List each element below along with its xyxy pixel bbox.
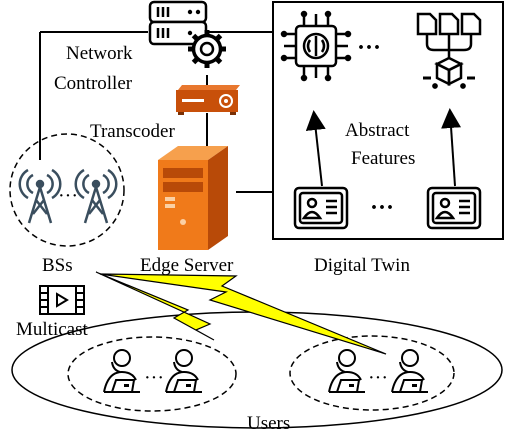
abstract-features-label-2: Features	[351, 148, 416, 169]
network-documents-icon	[416, 12, 482, 89]
user-group-outline	[289, 335, 455, 411]
network-controller-label-2: Controller	[54, 73, 133, 94]
user-laptop-icon	[165, 349, 202, 393]
ellipsis-dots: ···	[144, 367, 164, 389]
bss-label: BSs	[42, 255, 73, 276]
digital-twin-label: Digital Twin	[314, 255, 410, 276]
users-label: Users	[247, 413, 291, 434]
ellipsis-dots: ···	[368, 367, 388, 389]
feature-profile-card-icon	[293, 186, 349, 230]
base-station-tower-icon	[74, 168, 118, 224]
abstract-features-label-1: Abstract	[345, 120, 410, 141]
edge-server-label: Edge Server	[140, 255, 234, 276]
ellipsis-dots: ···	[370, 195, 395, 221]
transcoder-label: Transcoder	[90, 121, 175, 142]
base-station-tower-icon	[18, 168, 62, 224]
lightning-link-icon	[99, 273, 387, 355]
user-laptop-icon	[391, 349, 428, 393]
ai-chip-brain-icon	[280, 10, 352, 82]
feature-arrow	[441, 108, 462, 187]
multicast-label: Multicast	[16, 319, 88, 340]
user-group-outline	[67, 336, 237, 412]
video-multicast-icon	[39, 285, 85, 315]
gear-icon	[188, 30, 226, 68]
transcoder-device-icon	[176, 85, 240, 115]
lightning-link-icon	[95, 271, 215, 341]
feature-arrow	[305, 110, 326, 187]
ellipsis-dots: ···	[357, 35, 382, 61]
digital-twin-box	[272, 1, 504, 240]
feature-profile-card-icon	[426, 186, 482, 230]
edge-server-icon	[158, 146, 228, 250]
connection-lines	[39, 31, 273, 193]
user-laptop-icon	[328, 349, 365, 393]
ellipsis-dots: ···	[58, 185, 78, 207]
user-laptop-icon	[103, 349, 140, 393]
network-controller-label-1: Network	[66, 43, 133, 64]
bs-group-outline	[9, 133, 125, 247]
